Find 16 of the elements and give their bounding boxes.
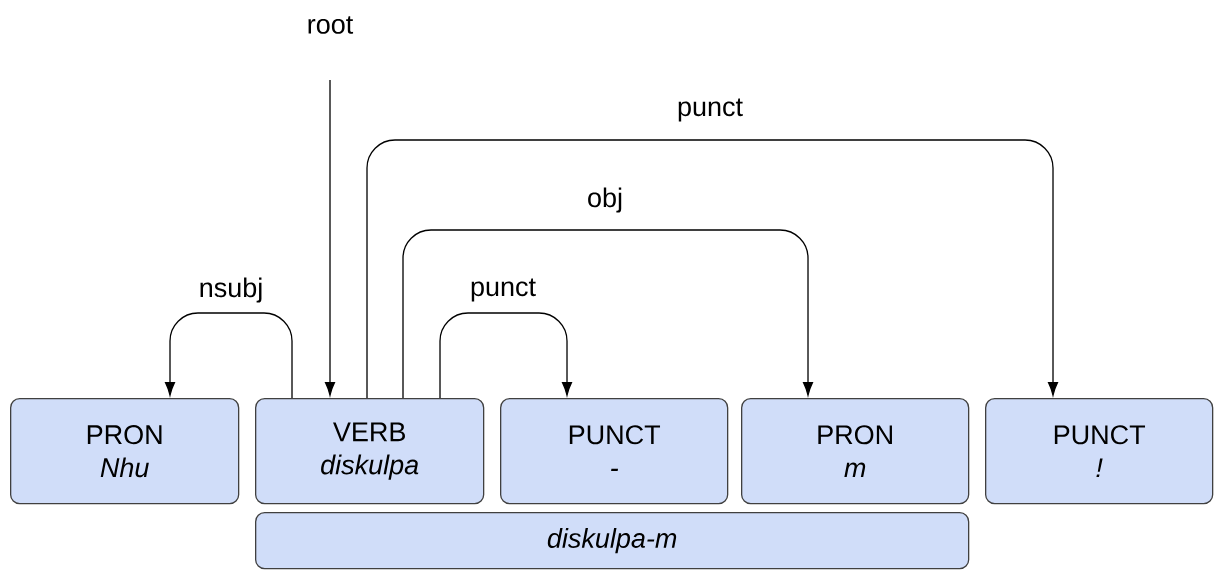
arrow [366,139,1059,399]
edge-label: obj [588,187,622,213]
edge-label: nsubj [200,277,262,303]
edge-label: root [308,16,354,34]
token-box: PRON Nhu [10,398,240,505]
token-box: VERB diskulpa [255,398,485,505]
token-box: PRON m [741,398,970,505]
edge-label: punct [471,278,536,302]
edge-label: punct [678,98,743,122]
arrow [402,229,814,399]
arrow [164,312,293,399]
token-box: PUNCT ! [985,398,1214,505]
token-box: diskulpa-m [255,512,970,570]
arrow [324,79,336,396]
arrow [439,312,573,399]
token-box: PUNCT - [500,398,729,505]
